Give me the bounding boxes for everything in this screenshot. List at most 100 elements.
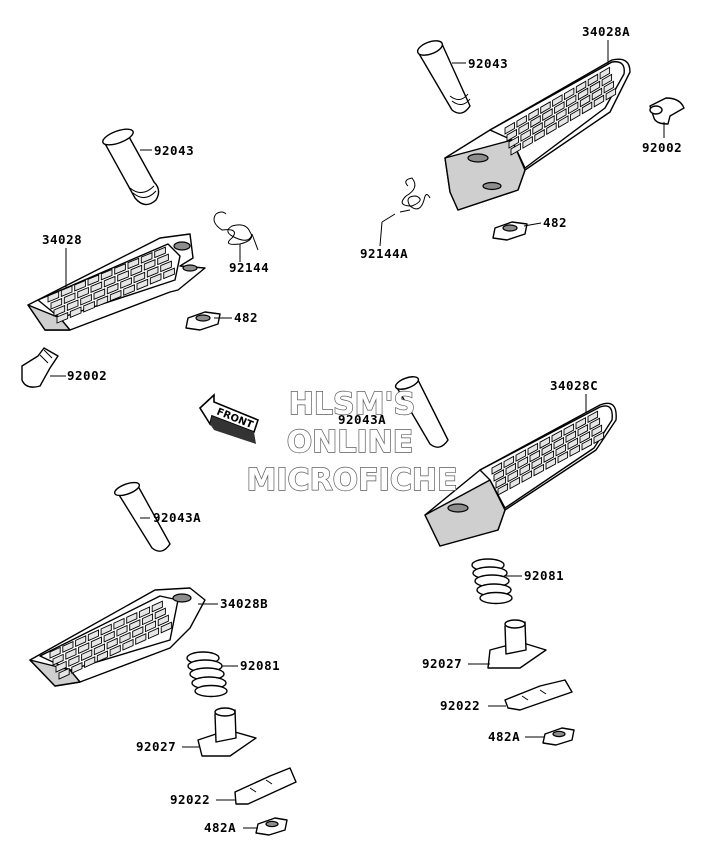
tread-pad: [534, 128, 545, 142]
tread-pad: [495, 476, 507, 489]
label-92043-left: 92043: [154, 143, 194, 158]
label-34028B: 34028B: [220, 596, 268, 611]
tread-pad: [78, 642, 90, 655]
footpeg-34028A: [444, 58, 631, 211]
tread-pad: [50, 297, 63, 310]
label-92027-right: 92027: [422, 656, 462, 671]
watermark-line-3: MICROFICHE: [247, 463, 458, 498]
tread-pad: [103, 275, 116, 288]
tread-pad: [503, 455, 515, 469]
label-92144A: 92144A: [360, 246, 408, 261]
tread-pad: [80, 293, 92, 306]
label-482-right: 482: [543, 215, 567, 230]
tread-pad: [505, 462, 517, 476]
tread-pad: [591, 424, 603, 438]
tread-pad: [553, 436, 565, 450]
tread-pad: [106, 637, 118, 650]
tread-pad: [146, 266, 159, 278]
pin-92043A-left: [113, 481, 171, 552]
tread-pad: [84, 656, 96, 669]
tread-pad: [127, 257, 140, 270]
tread-pad: [577, 87, 589, 101]
tread-pad: [520, 128, 531, 142]
tread-pad: [558, 115, 569, 129]
tread-pad: [151, 600, 163, 613]
part-labels: 92043 34028 92144 482 92002 92043 34028A…: [42, 24, 682, 835]
tread-pad: [530, 114, 541, 128]
tread-pad: [533, 463, 545, 477]
tread-pad: [552, 94, 563, 108]
label-92081-right: 92081: [524, 568, 564, 583]
tread-pad: [507, 469, 519, 483]
label-92002-right: 92002: [642, 140, 682, 155]
tread-pad: [569, 444, 581, 458]
tread-pad: [497, 483, 509, 496]
leader-lines: [50, 40, 665, 829]
label-92022-right: 92022: [440, 698, 480, 713]
tread-pad: [83, 300, 95, 313]
tread-pad: [591, 87, 603, 101]
tread-pad: [96, 650, 108, 663]
tread-pad: [521, 470, 533, 483]
tread-pad: [545, 457, 557, 470]
tread-pad: [589, 417, 601, 431]
tread-pad: [577, 423, 589, 437]
tread-pad: [136, 278, 149, 291]
tread-pad: [60, 285, 73, 298]
tread-pad: [556, 108, 567, 122]
tread-pad: [122, 638, 134, 651]
tread-pad: [508, 135, 519, 149]
tread-pad: [58, 667, 70, 680]
watermark: HLSM'S ONLINE MICROFICHE: [246, 386, 458, 498]
tread-pad: [147, 627, 160, 640]
tread-pad: [579, 94, 591, 108]
tread-pad: [114, 263, 126, 275]
tread-pad: [510, 142, 521, 156]
tread-pad: [563, 87, 575, 101]
washer-482-left: [185, 311, 221, 331]
label-482A-left: 482A: [204, 820, 236, 835]
tread-pad: [154, 607, 166, 620]
tread-pad: [540, 101, 551, 115]
tread-pads-34028: [47, 246, 175, 324]
tread-pad: [120, 277, 132, 289]
tread-pad: [149, 273, 162, 285]
front-arrow: FRONT: [198, 393, 259, 444]
tread-pad: [543, 450, 555, 463]
label-482-left: 482: [234, 310, 258, 325]
tread-pad: [554, 101, 565, 115]
tread-pad: [47, 290, 60, 303]
tread-pad: [565, 430, 577, 444]
tread-pad: [587, 410, 599, 424]
tread-pad: [113, 617, 125, 630]
tread-pad: [49, 646, 61, 659]
bracket-92027-left: [197, 707, 257, 757]
tread-pad: [542, 108, 553, 122]
label-92043-right: 92043: [468, 56, 508, 71]
tread-pad: [71, 661, 83, 674]
tread-pad: [144, 620, 157, 633]
tread-pad: [63, 292, 76, 305]
label-34028: 34028: [42, 232, 82, 247]
tread-pad: [93, 643, 105, 656]
tread-pad: [103, 630, 115, 643]
tread-pad: [593, 94, 605, 108]
tread-pad: [527, 442, 539, 456]
tread-pad: [90, 281, 103, 293]
tread-pad: [116, 624, 128, 637]
tread-pads-34028B: [49, 600, 172, 680]
tread-pad: [135, 633, 147, 645]
spring-92144A: [381, 177, 431, 223]
tread-pad: [65, 647, 77, 660]
plate-92022-right: [504, 679, 573, 711]
tread-pad: [129, 619, 141, 631]
tread-pad: [509, 476, 521, 490]
label-92002-left: 92002: [67, 368, 107, 383]
tread-pad: [528, 107, 539, 121]
tread-pad: [544, 115, 555, 129]
bracket-92027-right: [487, 619, 547, 669]
tread-pad: [109, 644, 121, 657]
tread-pad: [117, 270, 129, 282]
tread-pad: [516, 114, 527, 128]
tread-pad: [56, 311, 69, 324]
